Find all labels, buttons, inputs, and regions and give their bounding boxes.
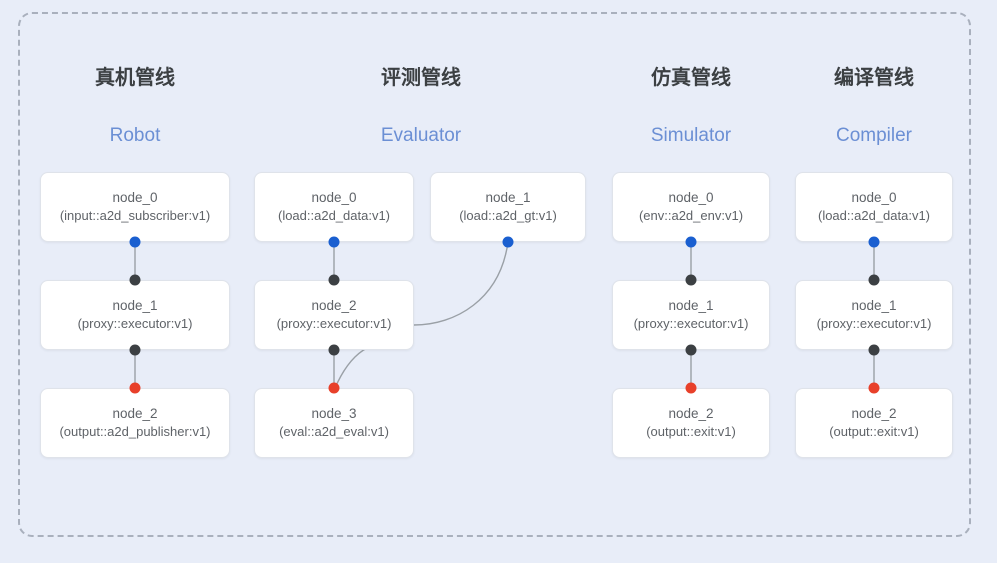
- port-output-robot-1[interactable]: [129, 344, 141, 356]
- node-type: (proxy::executor:v1): [633, 316, 749, 332]
- port-output-evaluator-2[interactable]: [328, 344, 340, 356]
- column-cn-label-simulator: 仿真管线: [651, 67, 731, 89]
- port-input-evaluator-2[interactable]: [328, 274, 340, 286]
- node-type: (load::a2d_data:v1): [277, 208, 391, 224]
- column-cn-label-robot: 真机管线: [95, 67, 175, 89]
- node-type: (output::exit:v1): [646, 424, 736, 440]
- node-type: (env::a2d_env:v1): [638, 208, 744, 224]
- node-name: node_1: [668, 297, 714, 313]
- node-evaluator-0[interactable]: node_0 (load::a2d_data:v1): [254, 172, 414, 242]
- column-header-compiler: 编译管线 Compiler: [794, 68, 954, 145]
- node-name: node_0: [112, 189, 158, 205]
- column-cn-label-evaluator: 评测管线: [381, 67, 461, 89]
- node-type: (proxy::executor:v1): [77, 316, 193, 332]
- port-input-evaluator-3[interactable]: [328, 382, 340, 394]
- port-output-simulator-1[interactable]: [685, 344, 697, 356]
- node-compiler-1[interactable]: node_1 (proxy::executor:v1): [795, 280, 953, 350]
- column-en-label-simulator: Simulator: [650, 125, 732, 146]
- node-evaluator-2[interactable]: node_2 (proxy::executor:v1): [254, 280, 414, 350]
- column-en-label-evaluator: Evaluator: [380, 125, 462, 146]
- node-type: (proxy::executor:v1): [816, 316, 932, 332]
- column-en-label-compiler: Compiler: [835, 125, 913, 146]
- node-name: node_1: [851, 297, 897, 313]
- node-type: (input::a2d_subscriber:v1): [59, 208, 211, 224]
- node-evaluator-1[interactable]: node_1 (load::a2d_gt:v1): [430, 172, 586, 242]
- port-output-simulator-0[interactable]: [685, 236, 697, 248]
- node-name: node_2: [851, 405, 897, 421]
- node-name: node_3: [311, 405, 357, 421]
- column-en-label-robot: Robot: [109, 125, 161, 146]
- node-name: node_0: [311, 189, 357, 205]
- node-evaluator-3[interactable]: node_3 (eval::a2d_eval:v1): [254, 388, 414, 458]
- column-cn-label-compiler: 编译管线: [834, 67, 914, 89]
- node-robot-1[interactable]: node_1 (proxy::executor:v1): [40, 280, 230, 350]
- node-name: node_2: [112, 405, 158, 421]
- node-type: (eval::a2d_eval:v1): [279, 424, 389, 440]
- port-output-compiler-1[interactable]: [868, 344, 880, 356]
- node-compiler-0[interactable]: node_0 (load::a2d_data:v1): [795, 172, 953, 242]
- port-input-compiler-2[interactable]: [868, 382, 880, 394]
- port-input-robot-1[interactable]: [129, 274, 141, 286]
- port-input-compiler-1[interactable]: [868, 274, 880, 286]
- port-input-simulator-1[interactable]: [685, 274, 697, 286]
- port-output-evaluator-1[interactable]: [502, 236, 514, 248]
- node-name: node_1: [112, 297, 158, 313]
- port-input-robot-2[interactable]: [129, 382, 141, 394]
- node-type: (load::a2d_data:v1): [817, 208, 931, 224]
- port-input-simulator-2[interactable]: [685, 382, 697, 394]
- node-name: node_2: [311, 297, 357, 313]
- node-name: node_2: [668, 405, 714, 421]
- node-name: node_0: [851, 189, 897, 205]
- column-header-simulator: 仿真管线 Simulator: [611, 68, 771, 145]
- node-simulator-0[interactable]: node_0 (env::a2d_env:v1): [612, 172, 770, 242]
- column-header-robot: 真机管线 Robot: [55, 68, 215, 145]
- port-output-evaluator-0[interactable]: [328, 236, 340, 248]
- node-compiler-2[interactable]: node_2 (output::exit:v1): [795, 388, 953, 458]
- node-name: node_1: [485, 189, 531, 205]
- column-header-evaluator: 评测管线 Evaluator: [341, 68, 501, 145]
- node-simulator-1[interactable]: node_1 (proxy::executor:v1): [612, 280, 770, 350]
- node-type: (output::a2d_publisher:v1): [59, 424, 211, 440]
- node-robot-2[interactable]: node_2 (output::a2d_publisher:v1): [40, 388, 230, 458]
- node-type: (proxy::executor:v1): [276, 316, 392, 332]
- node-type: (output::exit:v1): [829, 424, 919, 440]
- node-robot-0[interactable]: node_0 (input::a2d_subscriber:v1): [40, 172, 230, 242]
- node-simulator-2[interactable]: node_2 (output::exit:v1): [612, 388, 770, 458]
- node-name: node_0: [668, 189, 714, 205]
- port-output-compiler-0[interactable]: [868, 236, 880, 248]
- node-type: (load::a2d_gt:v1): [459, 208, 557, 224]
- port-output-robot-0[interactable]: [129, 236, 141, 248]
